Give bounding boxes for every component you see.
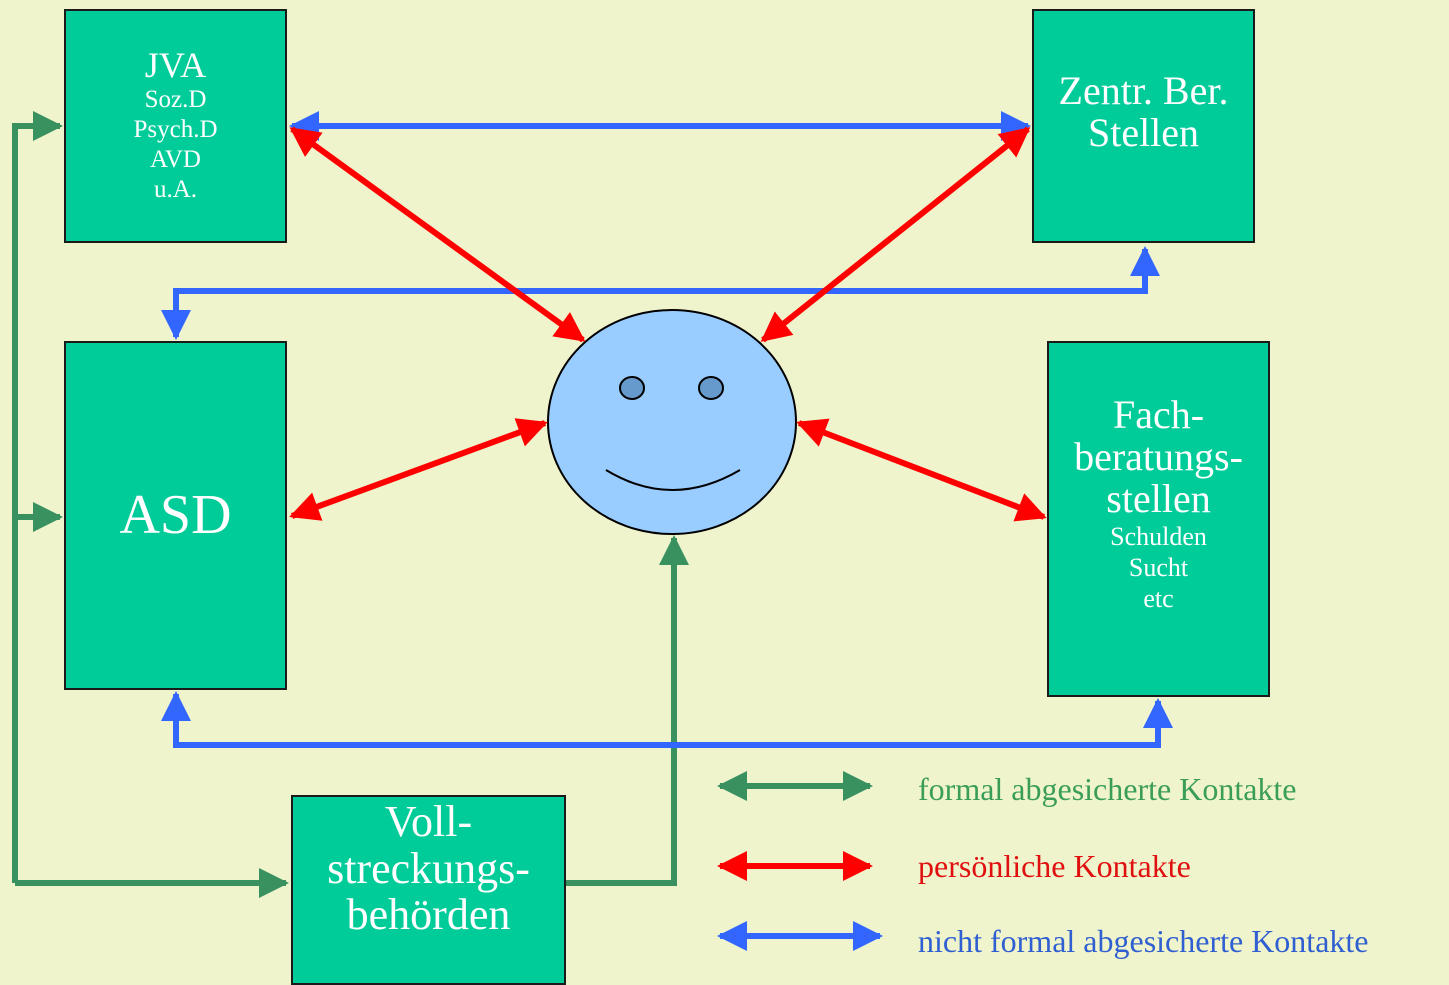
voll-line: streckungs-	[327, 843, 530, 893]
jva-line: Soz.D	[144, 85, 207, 113]
vollstreckungsbehoerden-box: Voll- streckungs- behörden	[291, 795, 566, 985]
personal-line-zentr	[760, 126, 1031, 343]
legend-arrows	[717, 771, 883, 951]
jva-line: Psych.D	[133, 115, 218, 143]
personal-contact-lines	[289, 126, 1047, 522]
jva-title: JVA	[144, 45, 207, 86]
jva-line: u.A.	[153, 175, 198, 203]
fach-line: beratungs-	[1074, 434, 1243, 480]
voll-line: behörden	[346, 890, 511, 940]
formal-line-to-jva	[12, 111, 63, 883]
formal-line-vollstreckung-to-person	[565, 535, 689, 886]
face-circle	[547, 309, 797, 535]
fach-subline: Sucht	[1128, 552, 1189, 582]
informal-contact-lines	[161, 111, 1173, 748]
jva-box: JVA Soz.D Psych.D AVD u.A.	[64, 9, 287, 243]
asd-title: ASD	[119, 483, 232, 546]
personal-line-fach	[796, 418, 1047, 522]
voll-line: Voll-	[384, 797, 473, 846]
person-smiley	[547, 309, 797, 535]
fach-line: stellen	[1106, 476, 1211, 522]
asd-box: ASD	[64, 341, 287, 690]
zentr-line: Zentr. Ber.	[1058, 67, 1229, 113]
fachberatungsstellen-box: Fach- beratungs- stellen Schulden Sucht …	[1047, 341, 1270, 697]
legend-label-informal: nicht formal abgesicherte Kontakte	[918, 923, 1369, 959]
zentr-line: Stellen	[1087, 110, 1200, 155]
right-eye	[698, 376, 724, 400]
personal-line-jva	[289, 126, 586, 343]
legend-label-personal: persönliche Kontakte	[918, 848, 1191, 884]
fach-subline: Schulden	[1110, 521, 1207, 551]
informal-line-asd-fach	[161, 691, 1173, 748]
formal-contact-lines	[12, 111, 689, 898]
zentr-ber-stellen-box: Zentr. Ber. Stellen	[1032, 9, 1255, 243]
jva-line: AVD	[150, 145, 201, 173]
informal-line-asd-zentr	[161, 246, 1160, 340]
personal-line-asd	[289, 418, 548, 521]
fach-line: Fach-	[1112, 391, 1205, 437]
fach-subline: etc	[1143, 584, 1174, 614]
left-eye	[619, 376, 645, 400]
legend-label-formal: formal abgesicherte Kontakte	[918, 771, 1297, 807]
smile-mouth	[605, 469, 741, 491]
